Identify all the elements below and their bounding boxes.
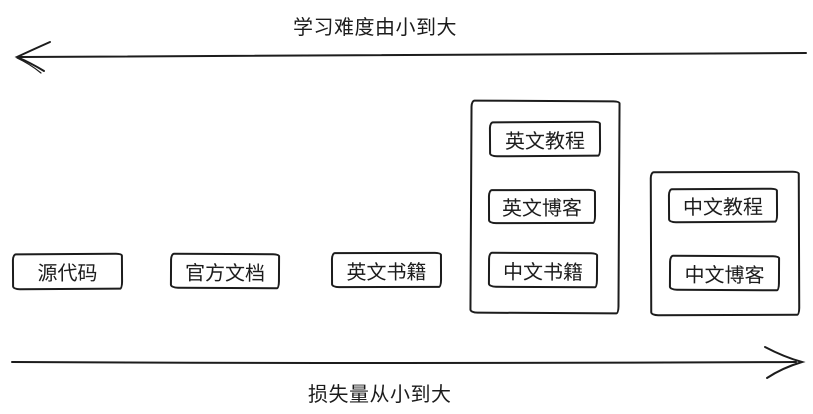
node-chinese-books: 中文书籍 — [487, 251, 599, 289]
node-english-books: 英文书籍 — [330, 251, 443, 289]
node-official-docs: 官方文档 — [169, 252, 281, 290]
node-source-code: 源代码 — [11, 252, 124, 291]
bottom-axis-label: 损失量从小到大 — [308, 384, 452, 406]
node-english-blogs: 英文博客 — [487, 188, 597, 225]
node-chinese-blogs: 中文博客 — [668, 254, 781, 292]
node-english-tutorials: 英文教程 — [488, 120, 602, 158]
node-chinese-tutorials: 中文教程 — [667, 187, 779, 224]
top-axis-label: 学习难度由小到大 — [293, 17, 457, 39]
